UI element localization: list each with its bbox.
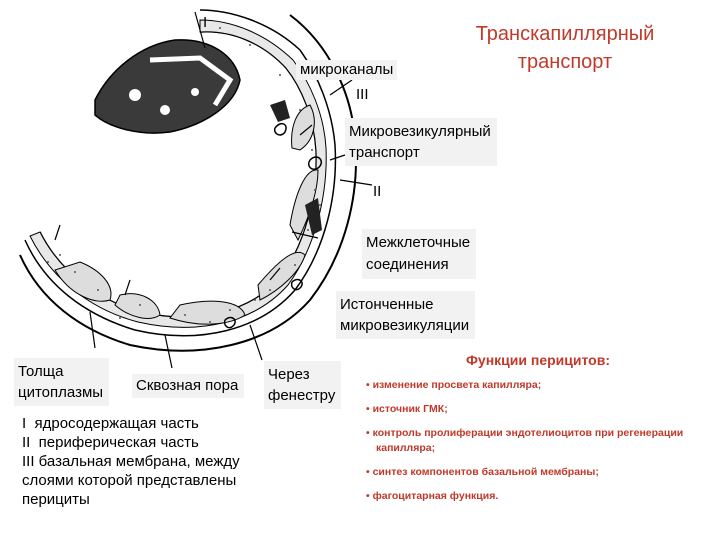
function-item: • контроль пролиферации эндотелиоцитов п… — [366, 426, 706, 456]
legend-item: I ядросодержащая часть — [22, 414, 342, 433]
functions-list: • изменение просвета капилляра; • источн… — [366, 378, 706, 513]
function-item: • источник ГМК; — [366, 402, 706, 417]
legend-item: III базальная мембрана, между — [22, 452, 342, 471]
legend-item: слоями которой представлены — [22, 471, 342, 490]
through-pore-label: Сквозная пора — [132, 374, 244, 398]
legend-item: II периферическая часть — [22, 433, 342, 452]
roman-i-label: I — [203, 14, 207, 32]
arrow-line — [165, 335, 172, 368]
function-item: • изменение просвета капилляра; — [366, 378, 706, 393]
legend: I ядросодержащая часть II периферическая… — [22, 414, 342, 509]
cell-segment — [170, 301, 245, 324]
roman-iii-label: III — [356, 86, 369, 104]
arrow-line — [330, 155, 345, 160]
legend-item: перициты — [22, 490, 342, 509]
mikrokanaly-label: микроканалы — [296, 60, 397, 80]
function-item: • синтез компонентов базальной мембраны; — [366, 465, 706, 480]
diagram-title: Транскапиллярный транспорт — [440, 20, 690, 76]
functions-title: Функции перицитов: — [388, 352, 688, 368]
roman-ii-label: II — [373, 183, 381, 201]
arrow-line — [250, 325, 262, 360]
function-item: • фагоцитарная функция. — [366, 489, 706, 504]
